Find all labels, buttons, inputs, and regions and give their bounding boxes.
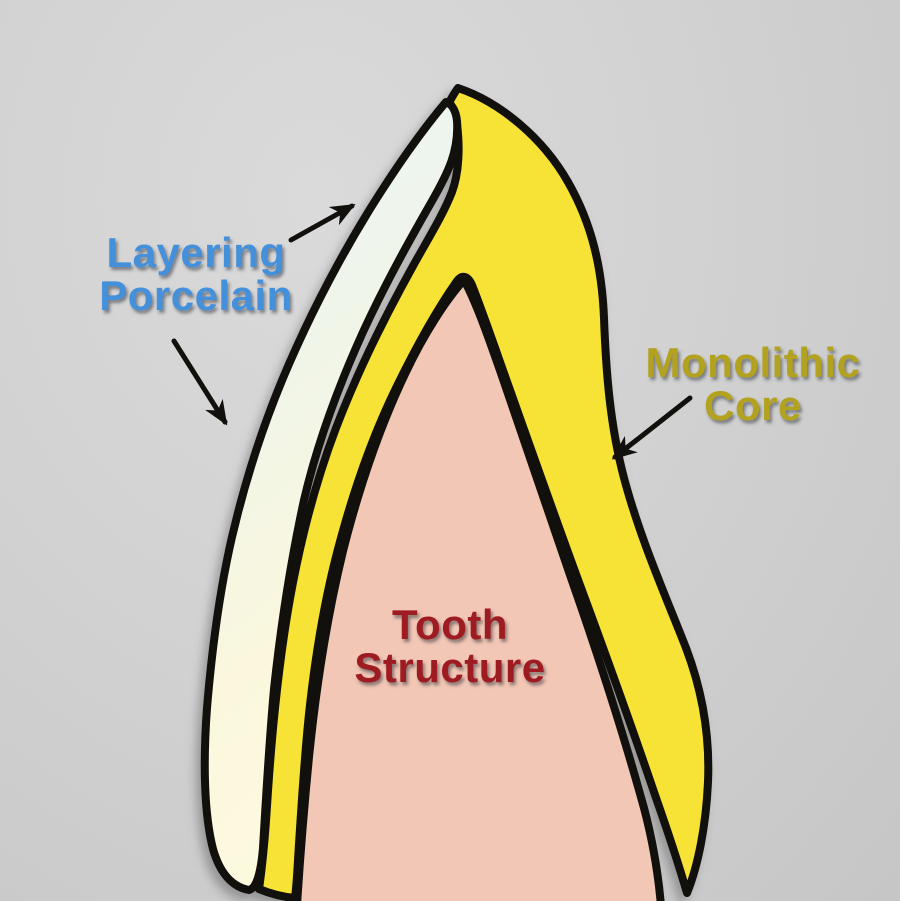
label-monolithic-core-line1: Monolithic: [645, 339, 861, 386]
layering-porcelain-shape: [200, 98, 462, 894]
label-monolithic-core-line2: Core: [704, 381, 802, 429]
label-tooth-structure-line1: Tooth: [392, 601, 508, 648]
tooth-illustration: [200, 84, 713, 901]
tooth-structure-shape: [293, 276, 665, 901]
label-layering-porcelain-line1: Layering: [106, 229, 286, 276]
label-layering-porcelain: Layering Porcelain: [60, 229, 332, 319]
label-tooth-structure: Tooth Structure: [310, 601, 590, 691]
arrow-layering-porcelain-top: [288, 203, 356, 243]
label-monolithic-core: Monolithic Core: [613, 339, 893, 429]
label-layering-porcelain-line2: Porcelain: [99, 271, 293, 319]
arrow-monolithic-core: [611, 395, 693, 460]
label-tooth-structure-line2: Structure: [354, 643, 546, 691]
arrow-layering-porcelain-bottom: [171, 338, 228, 426]
